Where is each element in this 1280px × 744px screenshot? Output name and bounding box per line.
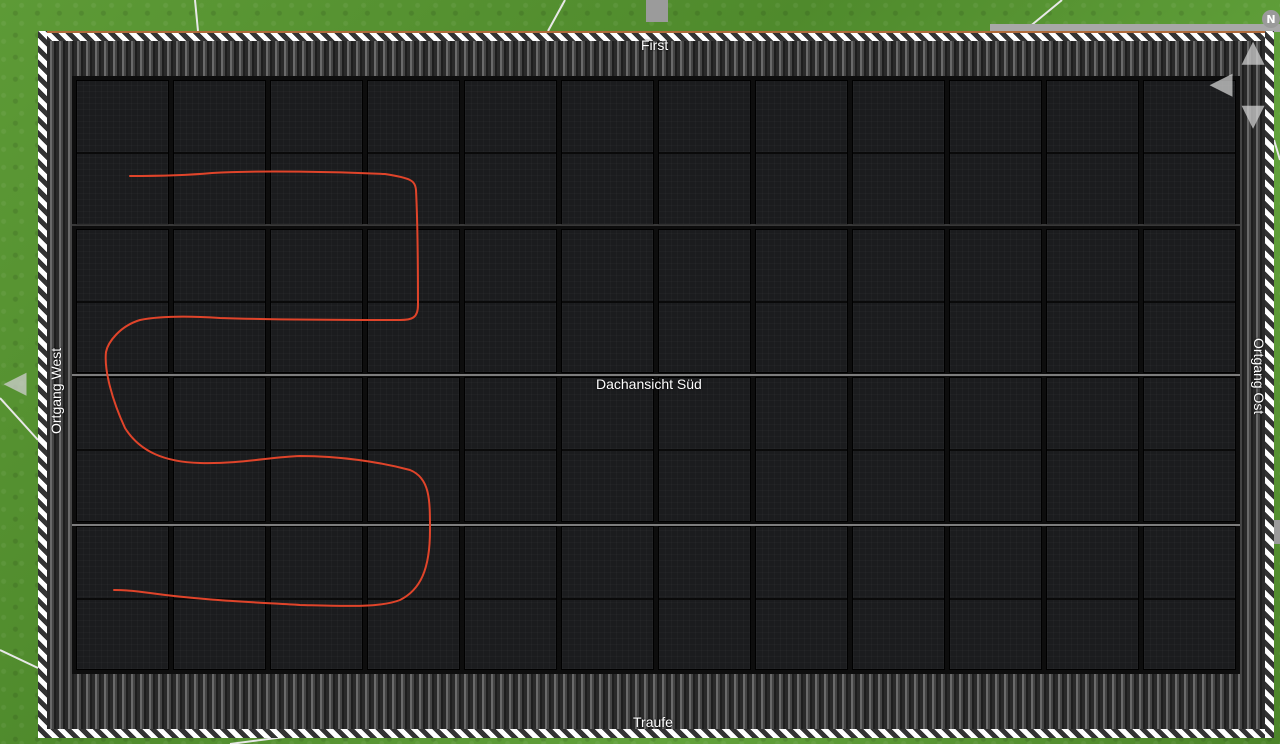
pv-module[interactable] xyxy=(658,525,751,670)
pv-module[interactable] xyxy=(173,525,266,670)
edge-label-traufe: Traufe xyxy=(633,714,673,730)
top-connector xyxy=(646,0,668,22)
pv-module[interactable] xyxy=(1046,228,1139,373)
right-top-roof-edge xyxy=(990,24,1280,32)
pv-module[interactable] xyxy=(1143,80,1236,225)
arrow-down-icon[interactable]: ▼ xyxy=(1241,97,1265,133)
pv-module[interactable] xyxy=(367,377,460,522)
pv-module[interactable] xyxy=(949,525,1042,670)
pv-module[interactable] xyxy=(1046,525,1139,670)
pv-module[interactable] xyxy=(1143,377,1236,522)
pv-module[interactable] xyxy=(367,525,460,670)
row-divider-line xyxy=(72,374,1240,376)
pv-module[interactable] xyxy=(1143,525,1236,670)
pv-module[interactable] xyxy=(1143,228,1236,373)
arrow-left-icon[interactable]: ◀ xyxy=(1209,65,1233,101)
pv-module[interactable] xyxy=(76,228,169,373)
pv-module[interactable] xyxy=(367,80,460,225)
pv-module[interactable] xyxy=(658,228,751,373)
pv-module[interactable] xyxy=(1046,80,1139,225)
pv-module[interactable] xyxy=(464,80,557,225)
right-connector xyxy=(1274,520,1280,544)
roof-edge-right xyxy=(1265,31,1274,738)
pv-module[interactable] xyxy=(270,80,363,225)
pv-module[interactable] xyxy=(755,228,848,373)
roof-view-title: Dachansicht Süd xyxy=(596,376,702,392)
pv-module[interactable] xyxy=(1046,377,1139,522)
roof-edge-left xyxy=(38,31,47,738)
pv-module[interactable] xyxy=(561,377,654,522)
edge-label-ortgang-ost: Ortgang Ost xyxy=(1251,338,1267,415)
pv-module[interactable] xyxy=(76,377,169,522)
pv-module[interactable] xyxy=(658,80,751,225)
edge-label-first: First xyxy=(641,37,669,53)
pv-module[interactable] xyxy=(270,525,363,670)
pv-module[interactable] xyxy=(173,80,266,225)
edge-label-ortgang-west: Ortgang West xyxy=(48,347,64,434)
pv-module[interactable] xyxy=(270,377,363,522)
pv-module[interactable] xyxy=(464,377,557,522)
pv-module[interactable] xyxy=(852,228,945,373)
pv-module[interactable] xyxy=(658,377,751,522)
arrow-left-page-icon[interactable]: ◀ xyxy=(3,364,27,400)
pv-module[interactable] xyxy=(949,377,1042,522)
pv-module[interactable] xyxy=(76,525,169,670)
pv-module[interactable] xyxy=(561,228,654,373)
pv-module[interactable] xyxy=(852,80,945,225)
pv-module[interactable] xyxy=(755,525,848,670)
pv-module[interactable] xyxy=(173,377,266,522)
arrow-up-icon[interactable]: ▲ xyxy=(1241,33,1265,69)
pv-module[interactable] xyxy=(561,80,654,225)
pv-module[interactable] xyxy=(755,377,848,522)
row-divider-line xyxy=(72,524,1240,526)
pv-module[interactable] xyxy=(270,228,363,373)
pv-module[interactable] xyxy=(173,228,266,373)
pv-module[interactable] xyxy=(561,525,654,670)
pv-module[interactable] xyxy=(464,525,557,670)
pv-module[interactable] xyxy=(852,525,945,670)
pv-module[interactable] xyxy=(367,228,460,373)
compass-north-icon: N xyxy=(1262,10,1280,28)
pv-module[interactable] xyxy=(949,228,1042,373)
roof-edge-top xyxy=(38,31,1274,41)
pv-module[interactable] xyxy=(949,80,1042,225)
pv-module[interactable] xyxy=(76,80,169,225)
pv-module[interactable] xyxy=(755,80,848,225)
roof-edge-bottom xyxy=(38,729,1274,738)
pv-module[interactable] xyxy=(852,377,945,522)
pv-module[interactable] xyxy=(464,228,557,373)
row-divider-line xyxy=(72,224,1240,226)
